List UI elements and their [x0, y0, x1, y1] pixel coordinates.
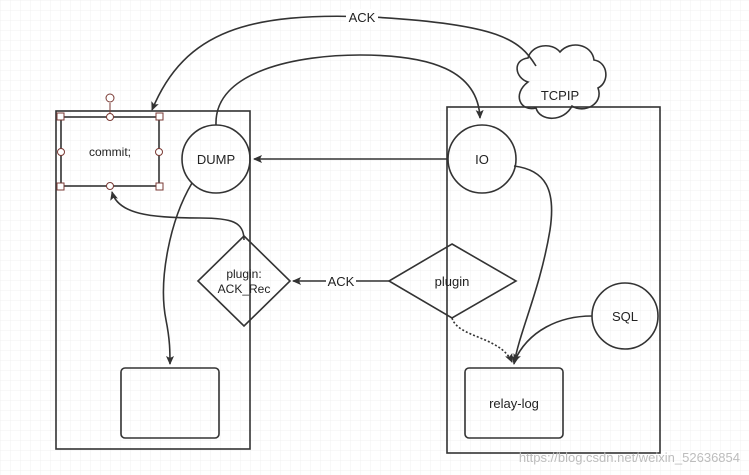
dump-label: DUMP [197, 152, 235, 167]
relay-log-box[interactable] [464, 367, 564, 439]
ack-middle-label-bg [326, 273, 356, 289]
io-node[interactable] [447, 124, 517, 194]
relay-log-label: relay-log [489, 396, 539, 411]
dump-to-io-edge[interactable] [215, 54, 484, 126]
io-to-relay-log-edge[interactable] [511, 165, 553, 365]
ack-top-label: ACK [349, 10, 376, 25]
master-container[interactable] [55, 110, 251, 450]
slave-container[interactable] [446, 106, 661, 454]
plugin-ack-rec-label-line1: plugin: [226, 267, 261, 281]
plugin-ack-rec-label-line2: ACK_Rec [218, 282, 271, 296]
commit-label: commit; [89, 145, 131, 159]
plugin-ack-rec-node[interactable] [196, 234, 292, 328]
plugin-to-commit-edge[interactable] [110, 191, 245, 241]
dump-to-storage-edge[interactable] [162, 182, 193, 365]
ack-middle-label: ACK [328, 274, 355, 289]
plugin-to-relay-log-edge[interactable] [451, 317, 513, 363]
tcpip-label: TCPIP [541, 88, 579, 103]
sql-to-relay-log-edge[interactable] [513, 315, 593, 363]
commit-selection-handles[interactable] [56, 93, 164, 191]
io-label: IO [475, 152, 489, 167]
master-binlog-box[interactable] [120, 367, 220, 439]
sql-label: SQL [612, 309, 638, 324]
plugin-slave-label: plugin [435, 274, 470, 289]
ack-top-label-bg [346, 9, 378, 26]
watermark-text: https://blog.csdn.net/weixin_52636854 [519, 450, 740, 465]
tcpip-cloud[interactable] [516, 44, 607, 120]
